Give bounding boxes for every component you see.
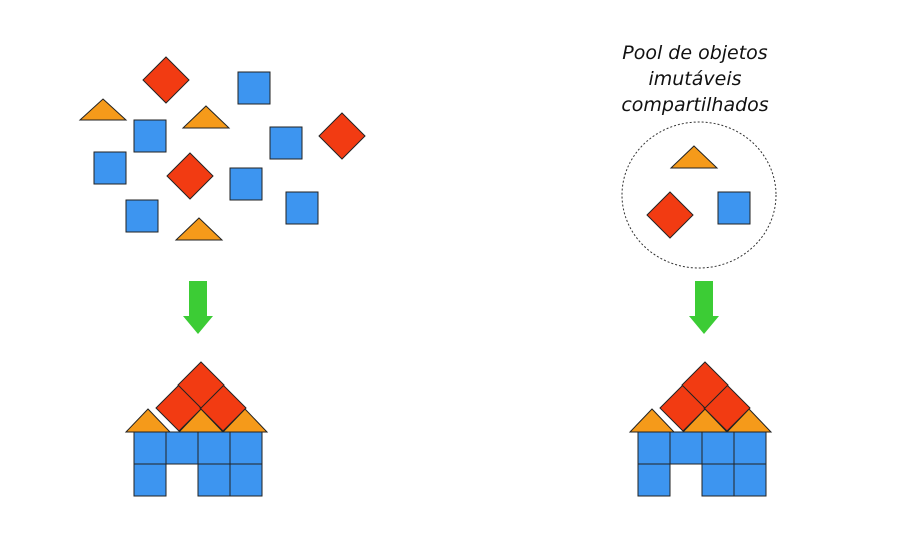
blue-square-icon [733,431,767,465]
blue-square-icon [133,431,167,465]
blue-square-icon [229,431,263,465]
red-diamond-icon [681,361,729,409]
arrows-group [183,281,719,334]
pool-boundary [621,121,777,269]
pool-caption-line-1: Pool de objetos [622,42,768,64]
blue-square-icon [717,191,751,225]
red-diamond-icon [166,152,214,200]
green-down-arrow-icon [689,281,719,334]
pool-caption: Pool de objetos imutáveis compartilhados [595,40,795,118]
pool-caption-line-3: compartilhados [621,94,769,116]
red-diamond-icon [318,112,366,160]
blue-square-icon [669,431,703,465]
blue-square-icon [637,431,671,465]
orange-triangle-icon [669,145,719,169]
red-diamond-icon [646,191,694,239]
shared-pool-group [621,121,777,269]
blue-square-icon [237,71,271,105]
scattered-objects-group [78,56,366,241]
red-diamond-icon [177,361,225,409]
house-left [124,361,269,497]
blue-square-icon [133,463,167,497]
house-right [628,361,773,497]
red-diamond-icon [142,56,190,104]
orange-triangle-icon [174,217,224,241]
blue-square-icon [133,119,167,153]
blue-square-icon [733,463,767,497]
orange-triangle-icon [181,105,231,129]
blue-square-icon [701,431,735,465]
blue-square-icon [637,463,671,497]
blue-square-icon [229,463,263,497]
blue-square-icon [229,167,263,201]
blue-square-icon [93,151,127,185]
blue-square-icon [125,199,159,233]
green-down-arrow-icon [183,281,213,334]
blue-square-icon [197,463,231,497]
blue-square-icon [197,431,231,465]
pool-caption-line-2: imutáveis [648,68,742,90]
blue-square-icon [285,191,319,225]
blue-square-icon [269,126,303,160]
blue-square-icon [701,463,735,497]
blue-square-icon [165,431,199,465]
orange-triangle-icon [78,98,128,121]
